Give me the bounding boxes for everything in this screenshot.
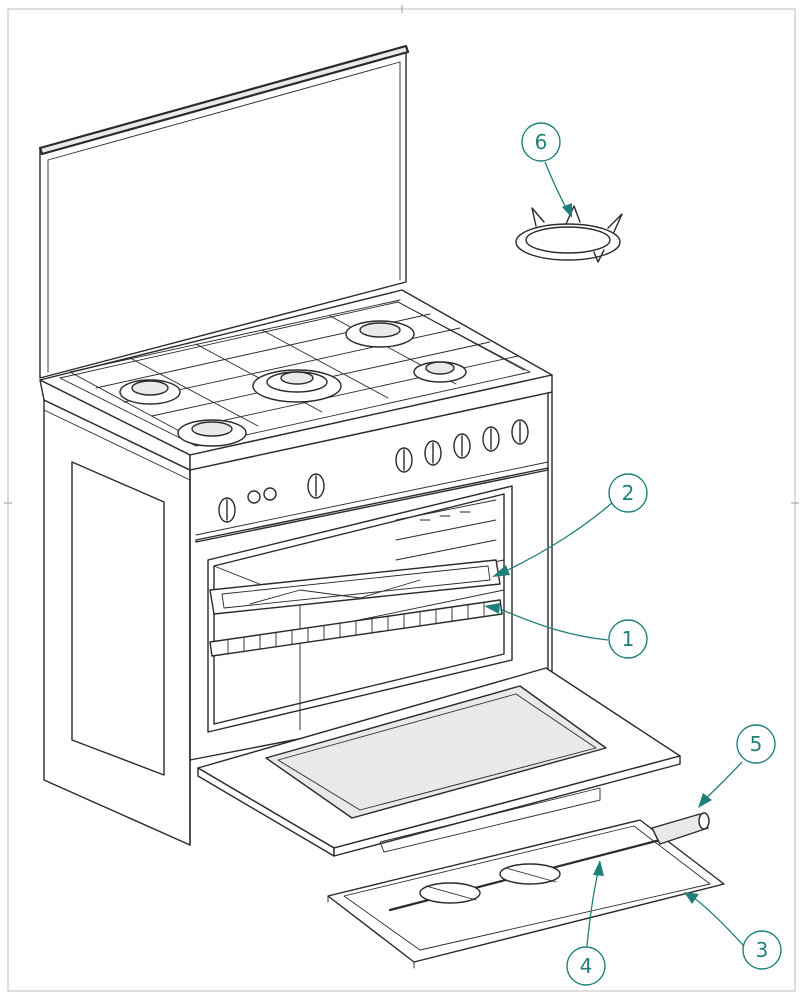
wire-shelf [209,599,503,657]
knob-3 [395,447,413,473]
burner-front-right [413,361,467,383]
callout-label-3: 3 [756,938,769,962]
callout-5: 5 [698,724,776,808]
callout-1: 1 [484,603,648,659]
burner-rear-right [345,320,415,348]
callout-label-5: 5 [750,732,763,756]
button-2 [263,487,277,501]
rotisserie-spit [388,838,662,912]
knob-2 [307,473,325,499]
knob-6 [482,426,500,452]
callout-4: 4 [566,860,606,986]
burner-rear-left [119,379,181,405]
baking-tray [209,559,501,615]
backsplash [38,44,410,379]
knob-1 [218,497,236,523]
knob-7 [511,419,529,445]
oven-cavity [207,485,513,733]
cooker [38,44,681,857]
callout-label-2: 2 [622,481,635,505]
burner-centre-wok [252,369,342,403]
knob-4 [424,440,442,466]
wok-pan-support [515,205,623,263]
callout-label-4: 4 [580,954,593,978]
burner-front-left [177,419,247,447]
callout-2: 2 [492,473,648,577]
side-panel [43,399,191,846]
rotisserie-frame [327,819,725,969]
knob-5 [453,433,471,459]
callout-6: 6 [521,122,572,218]
button-1 [247,490,261,504]
callout-label-1: 1 [622,627,635,651]
rotisserie-handle [651,812,710,845]
callouts: 1 2 3 4 5 6 [484,122,782,986]
oven-door [197,667,681,857]
control-panel [218,419,529,523]
callout-label-6: 6 [535,130,548,154]
callout-3: 3 [684,892,782,970]
